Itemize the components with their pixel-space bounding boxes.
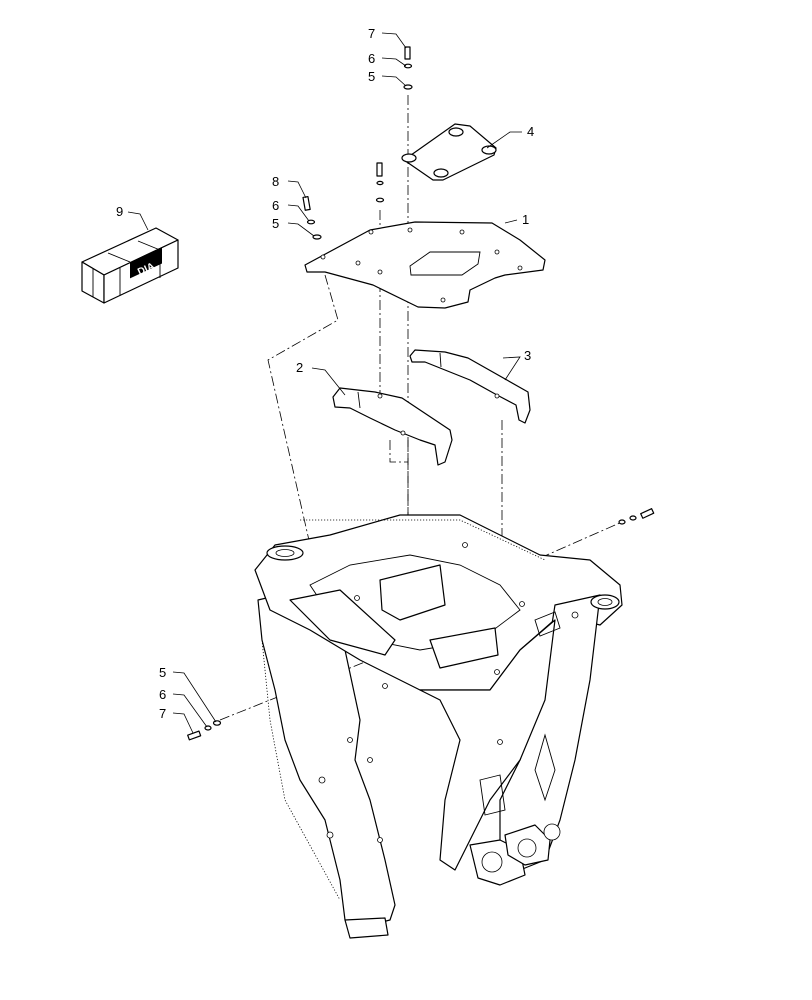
callout-4: 4 — [527, 124, 534, 139]
callout-6-top: 6 — [368, 51, 375, 66]
bracket-part-2 — [332, 387, 453, 466]
cover-plate-part-4 — [401, 123, 497, 181]
callout-6-lower: 6 — [159, 687, 166, 702]
fastener-stack-left — [302, 195, 322, 240]
callout-8: 8 — [272, 174, 279, 189]
fastener-stack-right — [618, 508, 655, 525]
callout-5-left: 5 — [272, 216, 279, 231]
callout-5-top: 5 — [368, 69, 375, 84]
top-plate-part-1 — [304, 221, 546, 309]
main-frame — [254, 514, 623, 939]
callout-1: 1 — [522, 212, 529, 227]
callout-5-lower: 5 — [159, 665, 166, 680]
fastener-stack-top-center — [403, 46, 413, 90]
fastener-stack-middle — [375, 162, 385, 203]
callout-leaders — [127, 32, 522, 734]
callout-9: 9 — [116, 204, 123, 219]
kit-box-part-9: DIA — [81, 227, 179, 304]
bracket-part-3 — [409, 349, 531, 424]
callout-7-lower: 7 — [159, 706, 166, 721]
callout-6-left: 6 — [272, 198, 279, 213]
callout-7-top: 7 — [368, 26, 375, 41]
callout-labels: 1 2 3 4 5 5 5 6 6 6 7 7 8 9 — [116, 26, 534, 721]
fastener-stack-lower-left — [187, 720, 222, 741]
callout-3: 3 — [524, 348, 531, 363]
callout-2: 2 — [296, 360, 303, 375]
